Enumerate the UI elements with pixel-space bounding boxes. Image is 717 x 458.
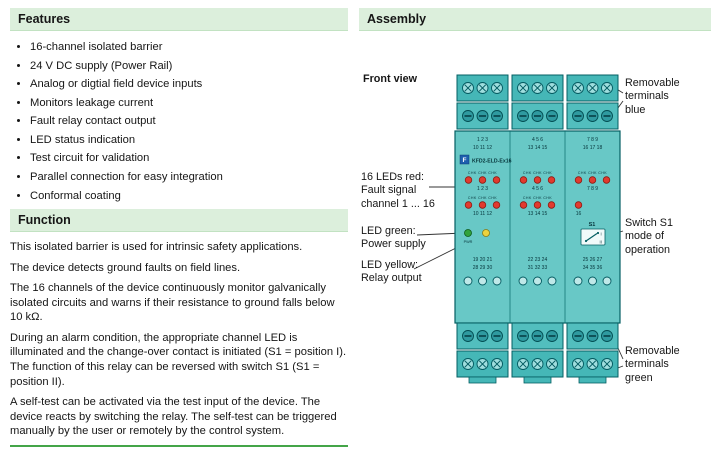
chk-label: CHK CHK CHK [523, 171, 552, 175]
device-foot [468, 376, 497, 384]
brand-logo-letter: F [463, 157, 467, 164]
function-paragraph: This isolated barrier is used for intrin… [10, 241, 303, 254]
feature-item: Monitors leakage current [30, 96, 348, 111]
isolated-barrier-device: 1 2 3 4 5 6 7 8 9 10 11 12 13 14 15 16 1… [454, 74, 621, 384]
power-led-green [464, 229, 472, 237]
top-removable-terminals [456, 74, 619, 102]
features-section-header: Features [10, 8, 348, 31]
led-channel-numbers: 7 8 9 [587, 186, 598, 192]
terminal-numbers: 10 11 12 [473, 145, 492, 151]
terminal-numbers: 4 5 6 [532, 137, 543, 143]
function-paragraph: A self-test can be activated via the tes… [10, 396, 337, 438]
function-section-header: Function [10, 209, 348, 233]
right-column: Assembly [359, 8, 711, 443]
switch-position-2: II [600, 240, 602, 245]
chk-label: CHK CHK CHK [468, 171, 497, 175]
function-paragraph: The 16 channels of the device continuous… [10, 282, 335, 324]
feature-item: Parallel connection for easy integration [30, 170, 348, 185]
feature-item: Analog or digtial field device inputs [30, 77, 348, 92]
function-paragraph: The device detects ground faults on fiel… [10, 261, 241, 274]
feature-item: Conformal coating [30, 189, 348, 204]
terminal-numbers: 28 29 30 [473, 265, 493, 271]
annotation-terminals-green: Removable terminals green [625, 345, 680, 384]
feature-item: 16-channel isolated barrier [30, 40, 348, 55]
led-channel-numbers: 4 5 6 [532, 186, 543, 192]
device-body: 1 2 3 4 5 6 7 8 9 10 11 12 13 14 15 16 1… [454, 130, 621, 324]
terminal-numbers: 16 17 18 [583, 145, 603, 151]
led-channel-numbers: 16 [576, 211, 582, 217]
bottom-fixed-terminals [456, 322, 619, 350]
terminal-numbers: 22 23 24 [528, 257, 548, 263]
annotation-switch-s1: Switch S1 mode of operation [625, 217, 674, 256]
switch-s1-label: S1 [589, 222, 596, 228]
function-text: This isolated barrier is used for intrin… [10, 240, 348, 439]
pwr-label: PWR [464, 240, 473, 244]
section-divider [10, 444, 348, 447]
annotation-leds-red: 16 LEDs red: Fault signal channel 1 ... … [361, 171, 435, 210]
front-view-label: Front view [363, 73, 417, 85]
terminal-numbers: 19 20 21 [473, 257, 493, 263]
brand-logo [459, 154, 470, 165]
led-channel-numbers: 10 11 12 [473, 211, 492, 217]
top-fixed-terminals [456, 102, 619, 130]
switch-s1: S1 I II [580, 222, 606, 246]
led-channel-numbers: 13 14 15 [528, 211, 548, 217]
device-foot [578, 376, 607, 384]
features-list: 16-channel isolated barrier 24 V DC supp… [10, 40, 348, 203]
chk-label: CHK CHK CHK [468, 196, 497, 200]
terminal-numbers: 25 26 27 [583, 257, 603, 263]
terminal-numbers: 7 8 9 [587, 137, 598, 143]
bottom-removable-terminals [456, 350, 619, 384]
device-model-label: KFD2-ELD-Ex16 [472, 159, 512, 165]
annotation-led-green: LED green: Power supply [361, 225, 426, 251]
annotation-terminals-blue: Removable terminals blue [625, 77, 680, 116]
feature-item: Fault relay contact output [30, 114, 348, 129]
chk-label: CHK CHK CHK [523, 196, 552, 200]
feature-item: LED status indication [30, 133, 348, 148]
terminal-numbers: 1 2 3 [477, 137, 488, 143]
relay-led-yellow [482, 229, 490, 237]
led-channel-numbers: 1 2 3 [477, 186, 488, 192]
device-foot [523, 376, 552, 384]
terminal-numbers: 31 32 33 [528, 265, 548, 271]
terminal-numbers: 34 35 36 [583, 265, 603, 271]
device-front-view-drawing: 1 2 3 4 5 6 7 8 9 10 11 12 13 14 15 16 1… [413, 74, 624, 384]
feature-item: Test circuit for validation [30, 151, 348, 166]
feature-item: 24 V DC supply (Power Rail) [30, 59, 348, 74]
function-paragraph: During an alarm condition, the appropria… [10, 331, 347, 388]
chk-label: CHK CHK CHK [578, 171, 607, 175]
left-column: Features 16-channel isolated barrier 24 … [10, 8, 348, 447]
assembly-section-header: Assembly [359, 8, 711, 31]
annotation-led-yellow: LED yellow: Relay output [361, 259, 422, 285]
switch-position-1: I [601, 232, 602, 237]
assembly-diagram: 1 2 3 4 5 6 7 8 9 10 11 12 13 14 15 16 1… [359, 35, 711, 443]
terminal-numbers: 13 14 15 [528, 145, 548, 151]
